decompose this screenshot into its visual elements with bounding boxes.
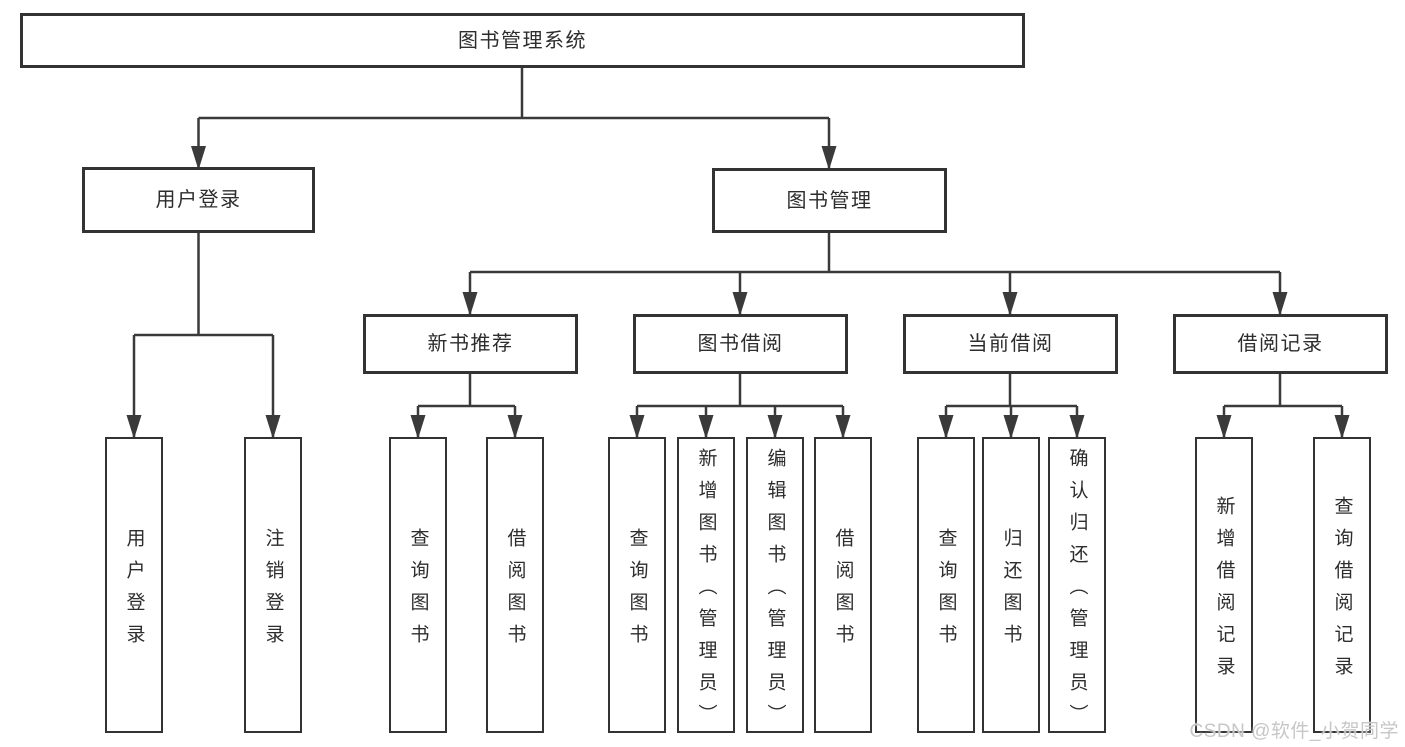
node-borrowing-records: 借阅记录 [1173,314,1388,374]
leaf-current-confirm-return-admin-label: 确认归还（管理员） [1066,447,1088,736]
node-current-borrowing-label: 当前借阅 [967,333,1054,355]
arrowheads [126,146,1350,439]
leaf-borrowing-edit-book-admin: 编辑图书（管理员） [746,437,804,736]
leaf-borrowing-borrow-book-label: 借阅图书 [832,527,854,656]
watermark-text: CSDN @软件_小贺同学 [1189,721,1399,742]
leaf-current-confirm-return-admin: 确认归还（管理员） [1048,437,1106,736]
leaf-records-query-record: 查询借阅记录 [1313,437,1371,733]
leaf-user-login: 用户登录 [105,437,163,733]
leaf-records-add-record: 新增借阅记录 [1195,437,1253,733]
leaf-records-add-record-label: 新增借阅记录 [1213,495,1235,688]
node-book-borrowing: 图书借阅 [633,314,848,374]
leaf-logout: 注销登录 [244,437,302,733]
leaf-borrowing-add-book-admin: 新增图书（管理员） [677,437,735,736]
leaf-borrowing-borrow-book: 借阅图书 [814,437,872,733]
node-user-login-label: 用户登录 [155,189,242,211]
leaf-borrowing-add-book-admin-label: 新增图书（管理员） [695,447,717,736]
node-book-management-label: 图书管理 [786,189,873,212]
leaf-borrowing-query-book-label: 查询图书 [626,527,648,656]
leaf-recommend-borrow-book-label: 借阅图书 [504,527,526,656]
leaf-current-query-book: 查询图书 [917,437,975,733]
leaf-borrowing-query-book: 查询图书 [608,437,666,733]
node-user-login: 用户登录 [82,167,315,233]
node-library-system-label: 图书管理系统 [458,29,587,52]
node-borrowing-records-label: 借阅记录 [1237,333,1324,355]
leaf-current-return-book-label: 归还图书 [1000,527,1022,656]
node-library-system: 图书管理系统 [20,13,1025,68]
leaf-borrowing-edit-book-admin-label: 编辑图书（管理员） [764,447,786,736]
leaf-user-login-label: 用户登录 [123,527,145,656]
node-current-borrowing: 当前借阅 [903,314,1118,374]
leaf-recommend-query-book: 查询图书 [389,437,447,733]
node-new-book-recommend: 新书推荐 [363,314,578,374]
node-book-management: 图书管理 [712,168,947,233]
leaf-records-query-record-label: 查询借阅记录 [1331,495,1353,688]
leaf-recommend-borrow-book: 借阅图书 [486,437,544,733]
node-new-book-recommend-label: 新书推荐 [427,333,514,355]
leaf-current-return-book: 归还图书 [982,437,1040,733]
leaf-current-query-book-label: 查询图书 [935,527,957,656]
node-book-borrowing-label: 图书借阅 [697,333,784,355]
leaf-logout-label: 注销登录 [262,527,284,656]
leaf-recommend-query-book-label: 查询图书 [407,527,429,656]
